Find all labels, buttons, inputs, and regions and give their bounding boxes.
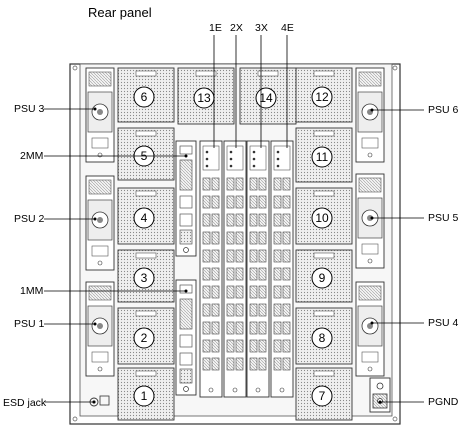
fan-number-7: 7 [319,389,326,403]
line-cards [199,140,294,398]
psu-2 [85,175,115,271]
mm-module-2 [175,140,197,257]
fan-module-3: 3 [117,249,175,303]
fan-module-10: 10 [295,187,353,245]
fan-number-8: 8 [319,331,326,345]
fan-module-8: 8 [295,307,353,365]
slot-label-2x: 2X [230,22,243,34]
label-psu-1: PSU 1 [14,318,45,330]
label-psu-4: PSU 4 [428,317,459,329]
diagram-title: Rear panel [88,5,152,20]
psu-1 [85,281,115,377]
fan-module-2: 2 [117,307,175,365]
slot-labels: 1E 2X 3X 4E [209,22,294,148]
fan-number-14: 14 [259,91,273,105]
right-callouts: PSU 6 PSU 5 PSU 4 PGND [370,104,459,408]
label-esd-jack: ESD jack [3,397,47,409]
slot-label-1e: 1E [209,22,222,34]
psu-5 [355,173,385,269]
fan-number-6: 6 [141,90,148,104]
management-modules [175,140,197,396]
fan-number-13: 13 [197,91,211,105]
card-1e [199,140,223,398]
fan-number-1: 1 [141,389,148,403]
fan-number-11: 11 [316,150,329,164]
fan-module-13: 13 [177,67,235,125]
label-psu-3: PSU 3 [14,103,45,115]
fan-number-3: 3 [141,271,148,285]
pgnd-terminal [369,377,391,413]
fan-number-4: 4 [141,211,148,225]
fan-module-5: 5 [117,127,175,181]
card-2x [223,140,247,398]
fan-module-12: 12 [295,67,353,123]
fan-number-2: 2 [141,331,148,345]
label-psu-2: PSU 2 [14,213,45,225]
mm-module-1 [175,279,197,396]
fan-module-9: 9 [295,249,353,303]
label-1mm: 1MM [20,285,43,297]
card-3x [246,140,270,398]
psu-6 [355,67,385,163]
slot-label-3x: 3X [255,22,268,34]
card-4e [270,140,294,398]
fan-number-10: 10 [315,211,329,225]
psu-3 [85,67,115,163]
label-2mm: 2MM [20,150,43,162]
fan-number-12: 12 [315,90,329,104]
psu-4 [355,281,385,377]
label-psu-6: PSU 6 [428,104,459,116]
left-callouts: PSU 3 2MM PSU 2 1MM PSU 1 ESD jack [3,103,188,409]
fan-number-9: 9 [319,271,326,285]
label-psu-5: PSU 5 [428,212,459,224]
fan-module-1: 1 [117,367,175,421]
fan-module-4: 4 [117,187,175,245]
fan-module-6: 6 [117,67,175,123]
power-supply-units [85,67,385,377]
fan-module-7: 7 [295,367,353,421]
label-pgnd: PGND [428,396,459,408]
slot-label-4e: 4E [281,22,294,34]
fan-module-11: 11 [295,127,353,183]
fan-module-14: 14 [239,67,297,125]
